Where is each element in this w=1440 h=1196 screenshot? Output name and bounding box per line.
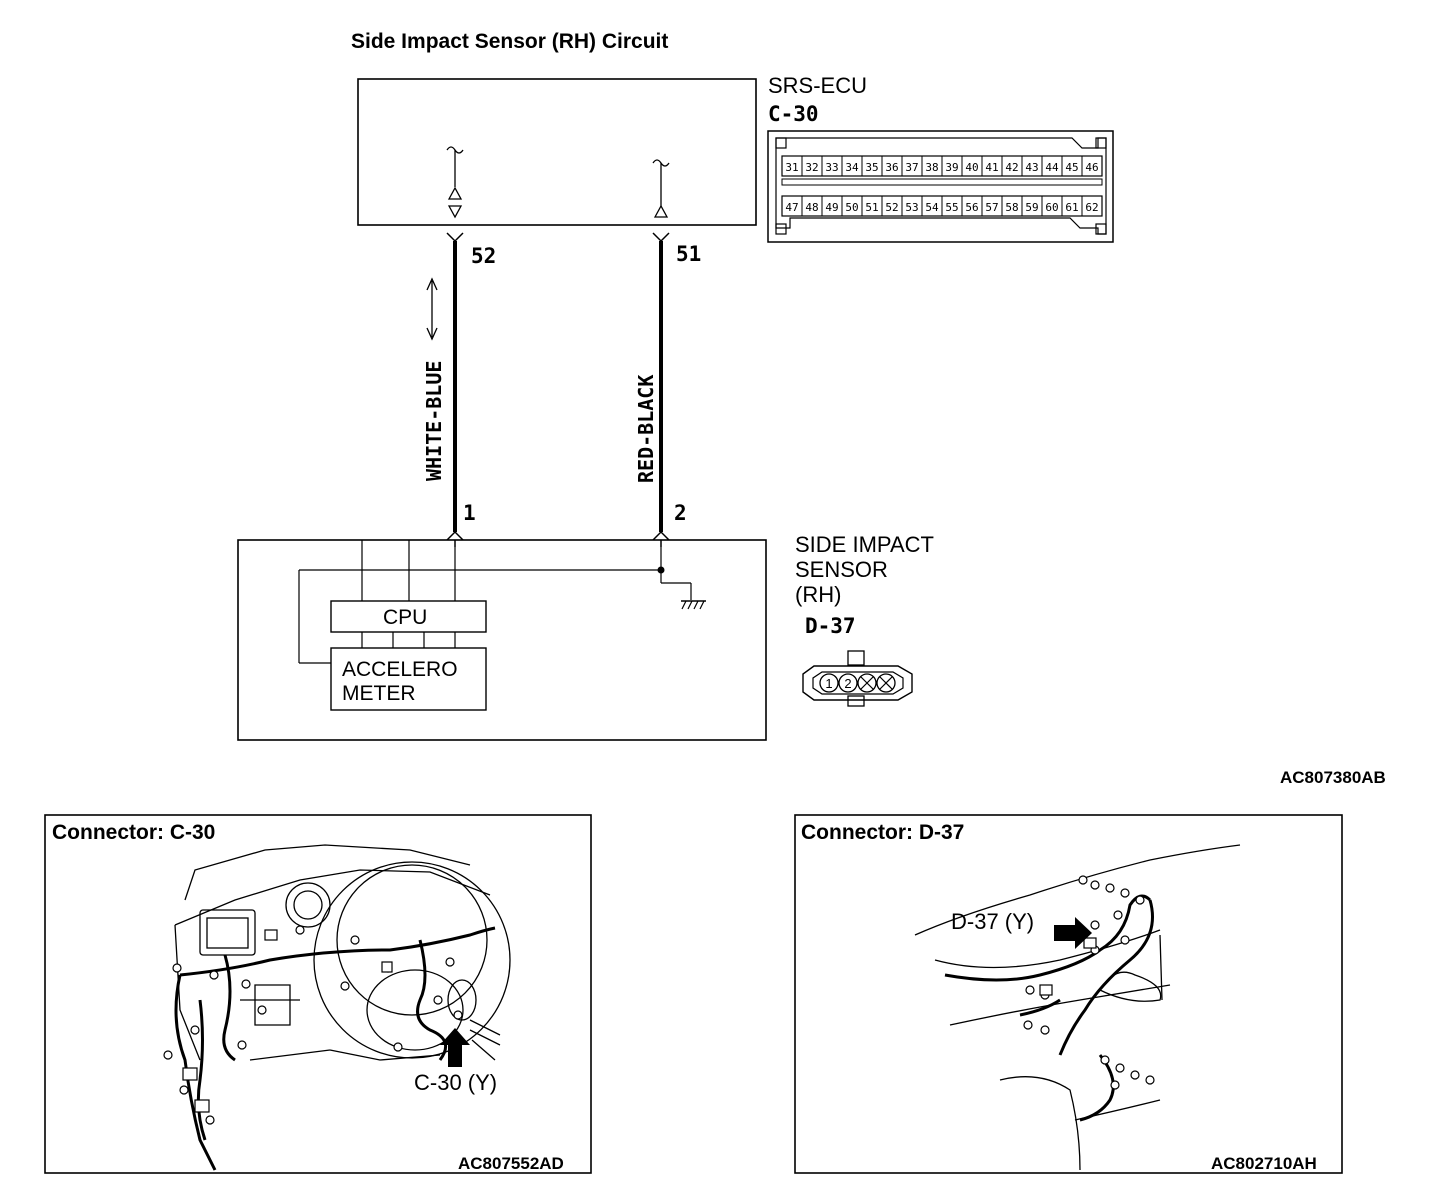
sensor-name-line1: SIDE IMPACT [795, 532, 934, 557]
c30-pin-39: 39 [945, 161, 958, 174]
c30-pin-34: 34 [845, 161, 859, 174]
c30-pin-33: 33 [825, 161, 838, 174]
c30-pin-62: 62 [1085, 201, 1098, 214]
connector-c30-panel [44, 814, 592, 1174]
c30-pin-32: 32 [805, 161, 818, 174]
c30-pin-60: 60 [1045, 201, 1058, 214]
side-impact-sensor-box [237, 539, 767, 741]
c30-pin-49: 49 [825, 201, 838, 214]
c30-pin-58: 58 [1005, 201, 1018, 214]
sensor-name-line3: (RH) [795, 582, 841, 607]
c30-pin-42: 42 [1005, 161, 1018, 174]
dashboard-harness-illustration [174, 844, 511, 1061]
diagram-title: Side Impact Sensor (RH) Circuit [351, 30, 668, 53]
ecu-terminal-51-symbol [652, 159, 670, 218]
c30-callout-arrow-icon [440, 1028, 470, 1067]
c30-callout-label: C-30 (Y) [414, 1070, 497, 1095]
c30-pin-44: 44 [1045, 161, 1059, 174]
c30-pin-55: 55 [945, 201, 958, 214]
c30-pin-41: 41 [985, 161, 998, 174]
c30-pin-45: 45 [1065, 161, 1078, 174]
wire-white-blue [446, 232, 464, 547]
c30-pin-61: 61 [1065, 201, 1078, 214]
c30-pin-59: 59 [1025, 201, 1038, 214]
accelerometer-label-line2: METER [342, 682, 416, 705]
c30-pin-53: 53 [905, 201, 918, 214]
wire-red-black [652, 232, 670, 547]
d37-pin-2: 2 [844, 676, 851, 691]
cpu-label: CPU [383, 606, 427, 629]
c30-pin-56: 56 [965, 201, 978, 214]
c30-pin-35: 35 [865, 161, 878, 174]
accelerometer-block [330, 647, 487, 711]
ecu-connector-label: C-30 [768, 102, 819, 126]
ecu-terminal-52-symbol [446, 146, 464, 219]
d37-callout-label: D-37 (Y) [951, 909, 1034, 934]
c30-panel-figure-code: AC807552AD [458, 1154, 564, 1173]
c30-connector-face: 31 32 33 34 35 36 37 38 39 40 41 42 43 44 45 46 47 48 49 5… [767, 130, 1114, 243]
diagram-figure-code: AC807380AB [1280, 768, 1386, 787]
cpu-block [330, 600, 487, 633]
d37-pin-1: 1 [825, 676, 832, 691]
connector-c30-panel-title: Connector: C-30 [52, 821, 215, 844]
connector-d37-panel [794, 814, 1343, 1174]
c30-pin-38: 38 [925, 161, 938, 174]
sensor-name-line2: SENSOR [795, 557, 888, 582]
c30-pin-54: 54 [925, 201, 939, 214]
d37-panel-figure-code: AC802710AH [1211, 1154, 1317, 1173]
bidirectional-arrow-icon [426, 277, 438, 341]
sensor-pin-1-label: 1 [463, 501, 476, 525]
ecu-pin-51-label: 51 [676, 242, 701, 266]
srs-ecu-box [357, 78, 757, 226]
wire-color-red-black: RED-BLACK [634, 375, 658, 483]
c30-pin-50: 50 [845, 201, 858, 214]
connector-d37-panel-title: Connector: D-37 [801, 821, 964, 844]
sensor-pin-2-label: 2 [674, 501, 687, 525]
c30-pin-51: 51 [865, 201, 878, 214]
c30-pin-36: 36 [885, 161, 898, 174]
c30-pin-46: 46 [1085, 161, 1098, 174]
sensor-internal-wiring [298, 540, 692, 664]
c30-pin-52: 52 [885, 201, 898, 214]
c30-pin-57: 57 [985, 201, 998, 214]
c30-pin-40: 40 [965, 161, 978, 174]
c30-pin-43: 43 [1025, 161, 1038, 174]
d37-harness-connectors [1023, 875, 1155, 1090]
d37-callout-arrow-icon [1054, 917, 1092, 949]
accelerometer-label-line1: ACCELERO [342, 658, 458, 681]
c30-pin-37: 37 [905, 161, 918, 174]
wire-color-white-blue: WHITE-BLUE [422, 361, 446, 481]
sensor-connector-label: D-37 [805, 614, 856, 638]
c30-pin-31: 31 [785, 161, 798, 174]
c30-pin-48: 48 [805, 201, 818, 214]
d37-connector-face [802, 650, 913, 707]
c30-pin-47: 47 [785, 201, 798, 214]
ecu-pin-52-label: 52 [471, 244, 496, 268]
ecu-name: SRS-ECU [768, 73, 867, 98]
vehicle-interior-illustration [914, 844, 1241, 1171]
harness-connectors [163, 925, 463, 1125]
ground-icon [681, 600, 706, 610]
